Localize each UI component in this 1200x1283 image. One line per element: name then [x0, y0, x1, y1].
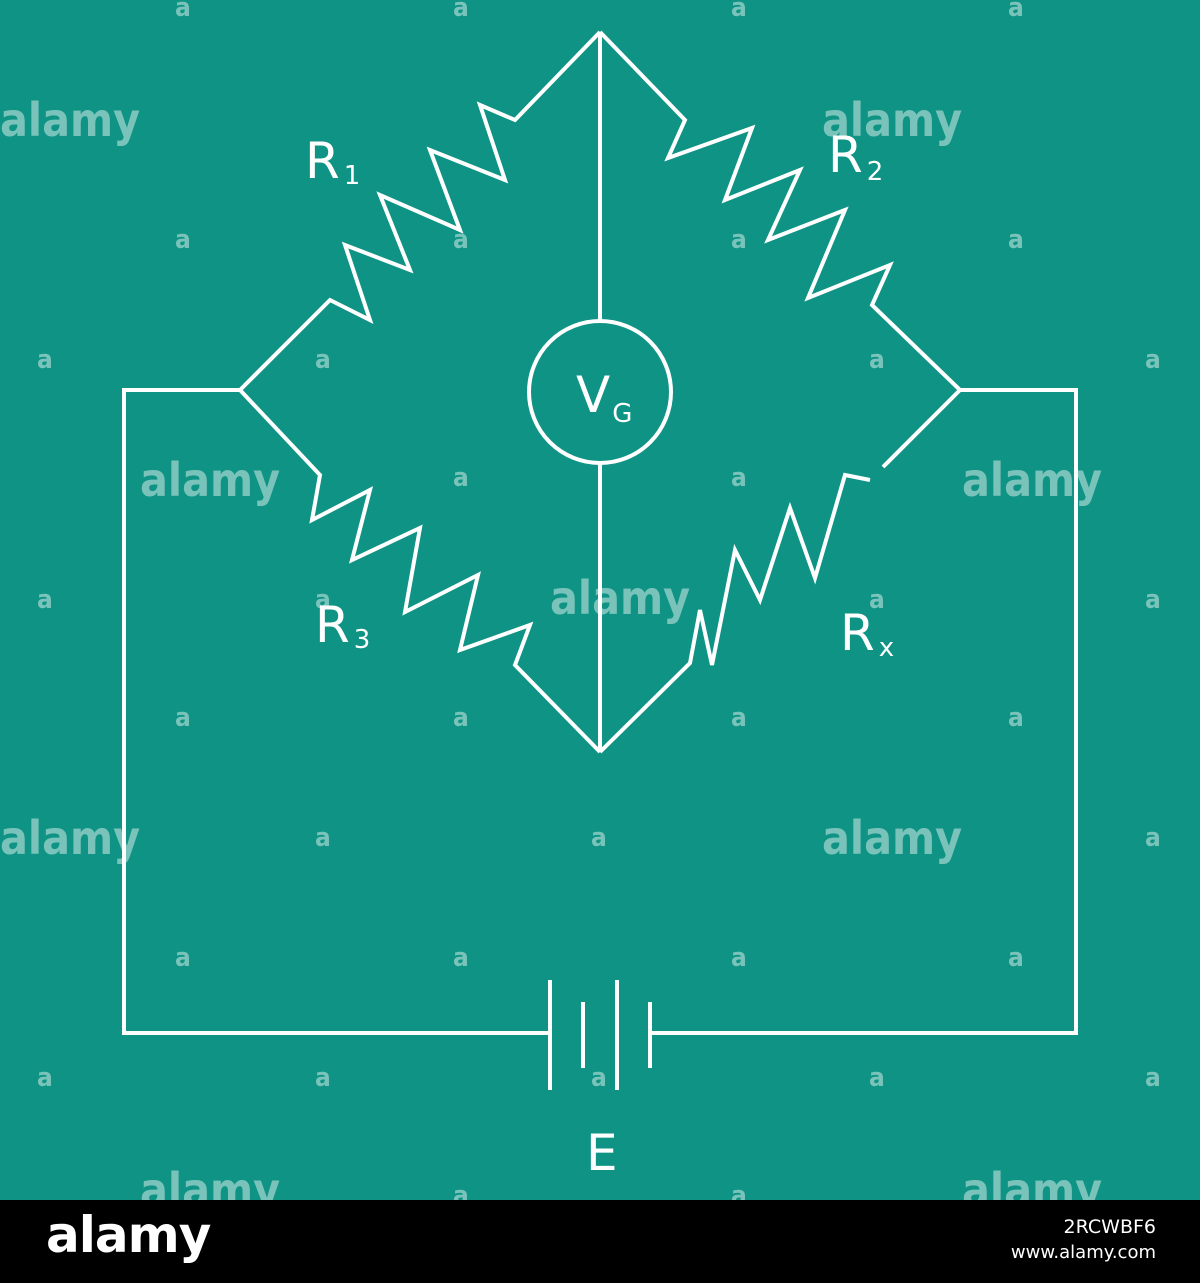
- watermark-letter: a: [1145, 823, 1161, 853]
- watermark-letter: a: [869, 345, 885, 375]
- footer-url: www.alamy.com: [1010, 1242, 1156, 1263]
- watermark-letter: a: [1145, 585, 1161, 615]
- watermark-letter: a: [1145, 1063, 1161, 1093]
- watermark-letter: a: [175, 225, 191, 255]
- watermark-letter: a: [37, 1063, 53, 1093]
- watermark-letter: a: [175, 703, 191, 733]
- watermark-letter: a: [315, 823, 331, 853]
- watermark-letter: a: [315, 1063, 331, 1093]
- watermark-letter: a: [315, 585, 331, 615]
- resistor-r2: [598, 30, 962, 392]
- footer-info: 2RCWBF6 www.alamy.com: [1011, 1216, 1156, 1263]
- watermark-letter: a: [315, 345, 331, 375]
- watermark-letter: a: [1008, 0, 1024, 23]
- watermark-letter: a: [37, 345, 53, 375]
- watermark-letter: a: [453, 1181, 469, 1200]
- watermark-word: alamy: [0, 811, 140, 865]
- watermark-letter: a: [731, 703, 747, 733]
- watermark-letter: a: [453, 703, 469, 733]
- resistor-rx: [598, 472, 871, 754]
- watermark-letter: a: [591, 1063, 607, 1093]
- watermark-letter: a: [1008, 943, 1024, 973]
- watermark-letter: a: [731, 0, 747, 23]
- watermark-layer: alamy alamy alamy alamy alamy alamy alamy alamy…: [0, 0, 1161, 1200]
- watermark-word: alamy: [140, 453, 280, 507]
- watermark-letter: a: [175, 0, 191, 23]
- watermark-letter: a: [591, 823, 607, 853]
- footer-image-id: 2RCWBF6: [1063, 1216, 1156, 1238]
- resistor-rx-lead: [881, 388, 962, 469]
- watermark-letter: a: [37, 585, 53, 615]
- watermark-letter: a: [869, 585, 885, 615]
- watermark-letter: a: [453, 943, 469, 973]
- watermark-letter: a: [1008, 225, 1024, 255]
- watermark-word: alamy: [962, 1163, 1102, 1200]
- watermark-word: alamy: [962, 453, 1102, 507]
- circuit-wires: [122, 30, 1078, 1090]
- galvanometer-circle: [527, 319, 673, 465]
- label-vg: VG: [576, 366, 632, 429]
- resistor-r3: [238, 388, 602, 754]
- footer-logo: alamy: [46, 1206, 211, 1264]
- watermark-letter: a: [731, 1181, 747, 1200]
- watermark-word: alamy: [822, 93, 962, 147]
- outer-wire-left: [122, 388, 548, 1035]
- watermark-letter: a: [175, 943, 191, 973]
- watermark-letter: a: [731, 225, 747, 255]
- label-e: E: [586, 1124, 618, 1182]
- watermark-letter: a: [453, 225, 469, 255]
- outer-wire-right: [652, 388, 1078, 1035]
- watermark-letter: a: [453, 463, 469, 493]
- watermark-letter: a: [1008, 703, 1024, 733]
- resistor-r1: [238, 30, 602, 392]
- watermark-letter: a: [1145, 345, 1161, 375]
- wheatstone-bridge-svg: alamy alamy alamy alamy alamy alamy alamy alamy…: [0, 0, 1161, 1200]
- watermark-letter: a: [731, 943, 747, 973]
- watermark-word: alamy: [550, 571, 690, 625]
- circuit-diagram: alamy alamy alamy alamy alamy alamy alamy alamy…: [0, 0, 1200, 1200]
- watermark-word: alamy: [822, 811, 962, 865]
- watermark-letter: a: [453, 0, 469, 23]
- watermark-word: alamy: [140, 1163, 280, 1200]
- footer-bar: alamy 2RCWBF6 www.alamy.com: [0, 1200, 1200, 1283]
- watermark-letter: a: [731, 463, 747, 493]
- watermark-word: alamy: [0, 93, 140, 147]
- watermark-letter: a: [869, 1063, 885, 1093]
